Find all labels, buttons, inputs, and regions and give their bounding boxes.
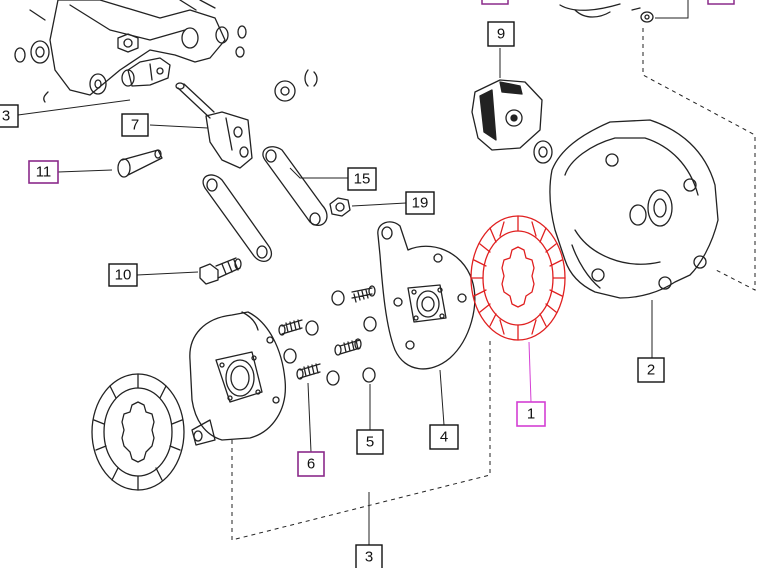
callout-11: 11 — [28, 160, 59, 184]
callout-3-top: 3 — [0, 104, 19, 128]
svg-text:9: 9 — [497, 26, 505, 43]
dashed-leader-lines — [231, 28, 756, 541]
svg-text:19: 19 — [412, 195, 429, 212]
linkage-plate-assembly — [14, 0, 247, 103]
callout-3-bottom: 3 — [355, 544, 383, 568]
part-11-pin — [117, 149, 163, 178]
leader-lines — [17, 0, 689, 545]
brake-disc-left — [91, 373, 185, 491]
callout-7: 7 — [121, 113, 149, 137]
part-2-brake-housing — [533, 119, 719, 299]
callout-19: 19 — [405, 191, 435, 215]
nut-top — [117, 33, 139, 53]
callout-1: 1 — [516, 401, 546, 427]
svg-text:1: 1 — [527, 406, 535, 423]
callout-2: 2 — [637, 357, 665, 383]
partial-callout-box-top-b — [707, 0, 735, 5]
partial-callout-box-top-a — [481, 0, 509, 5]
svg-text:2: 2 — [647, 362, 655, 379]
part-1-brake-disc-highlighted — [470, 215, 566, 341]
part-9-bumper-block — [471, 79, 543, 151]
link-bar-lower — [202, 174, 273, 262]
part-4-actuator-plate — [377, 221, 476, 370]
springs-and-balls — [278, 285, 377, 386]
part-10-bolt — [199, 257, 242, 285]
washer-clip-group — [235, 46, 318, 102]
svg-text:6: 6 — [307, 456, 315, 473]
svg-text:7: 7 — [131, 117, 139, 134]
svg-text:10: 10 — [115, 267, 132, 284]
svg-text:15: 15 — [354, 171, 371, 188]
part-7-clevis-rod — [175, 82, 253, 169]
clevis-yoke — [121, 57, 171, 87]
callout-6: 6 — [297, 451, 325, 477]
leader-line-part-1 — [528, 341, 532, 403]
svg-text:3: 3 — [365, 549, 373, 566]
part-19-nut — [329, 197, 351, 217]
svg-text:5: 5 — [366, 434, 374, 451]
svg-text:4: 4 — [440, 429, 448, 446]
link-bar-upper — [262, 146, 328, 227]
callout-15: 15 — [347, 167, 377, 191]
callout-5: 5 — [356, 429, 384, 455]
callout-4: 4 — [429, 424, 459, 450]
svg-text:11: 11 — [36, 164, 52, 181]
svg-text:3: 3 — [2, 108, 10, 125]
top-right-fragment — [559, 3, 654, 23]
callout-9: 9 — [487, 21, 515, 47]
pressure-plate — [189, 311, 286, 446]
callout-10: 10 — [108, 263, 138, 287]
